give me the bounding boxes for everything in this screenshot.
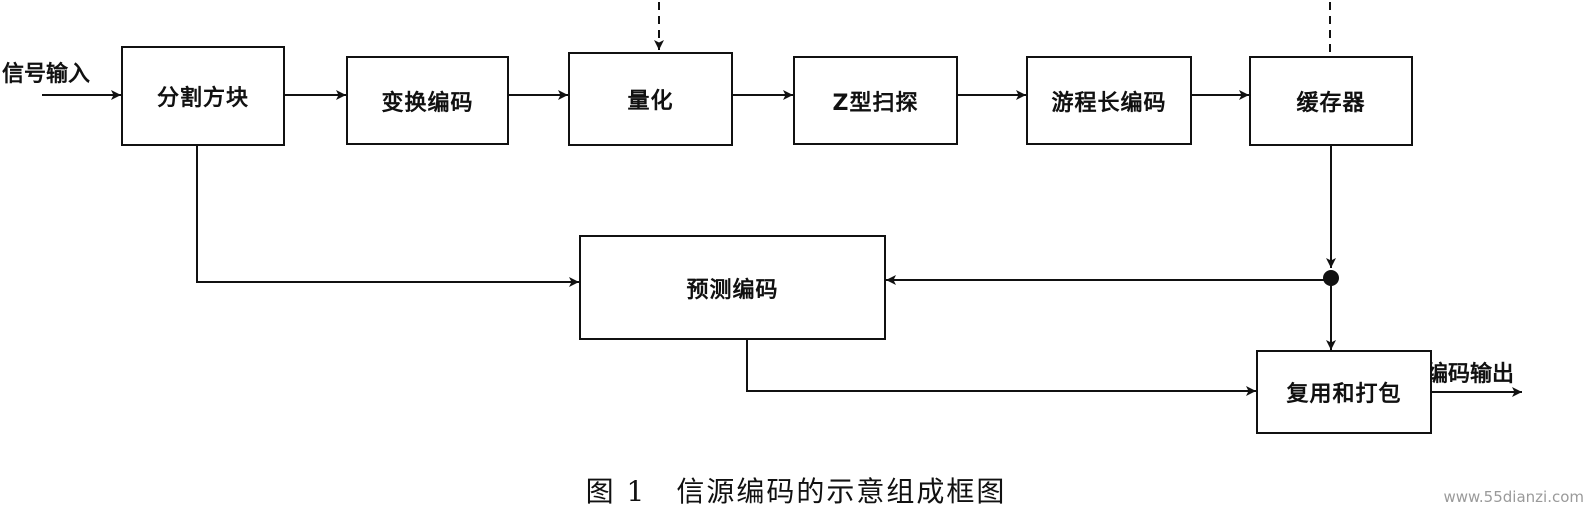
split-block-node: 分割方块	[121, 46, 285, 146]
arrow-predict-mux	[746, 340, 1256, 396]
watermark: www.55dianzi.com	[1443, 488, 1584, 506]
junction-dot	[1323, 270, 1339, 286]
signal-input-label: 信号输入	[2, 62, 91, 87]
encoded-output-label: 编码输出	[1426, 362, 1515, 387]
quantization-node: 量化	[568, 52, 733, 146]
run-length-coding-node: 游程长编码	[1026, 56, 1192, 145]
mux-packing-node: 复用和打包	[1256, 350, 1432, 434]
buffer-node: 缓存器	[1249, 56, 1413, 146]
predictive-coding-node: 预测编码	[579, 235, 886, 340]
transform-coding-node: 变换编码	[346, 56, 509, 145]
figure-caption: 图 1 信源编码的示意组成框图	[585, 475, 1007, 508]
z-scan-node: Z型扫探	[793, 56, 958, 145]
arrow-split-predict	[196, 146, 579, 287]
